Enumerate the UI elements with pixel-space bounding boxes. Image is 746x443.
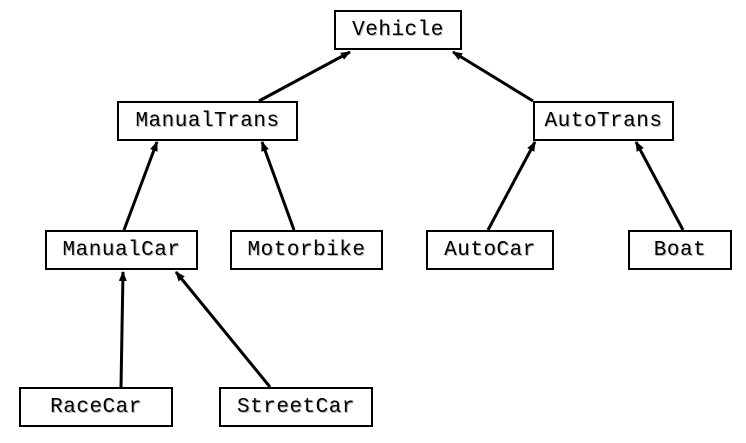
arrow-manualcar-to-manualtrans [122,141,159,231]
class-box-boat: Boat [628,230,732,270]
class-box-race-car: RaceCar [19,387,173,427]
arrow-manualtrans-to-vehicle [258,50,351,103]
arrow-boat-to-autotrans [634,141,685,231]
class-box-vehicle: Vehicle [334,10,462,50]
arrow-racecar-to-manualcar [118,271,127,388]
arrow-streetcar-to-manualcar [174,271,272,388]
class-box-manual-car: ManualCar [45,230,198,270]
class-box-motorbike: Motorbike [230,230,383,270]
class-box-manual-trans: ManualTrans [117,101,298,141]
arrow-autocar-to-autotrans [486,141,537,231]
arrow-autotrans-to-vehicle [452,50,534,103]
arrow-motorbike-to-manualtrans [260,141,296,231]
class-box-street-car: StreetCar [219,387,373,427]
class-box-auto-car: AutoCar [426,230,554,270]
class-box-auto-trans: AutoTrans [533,101,674,141]
